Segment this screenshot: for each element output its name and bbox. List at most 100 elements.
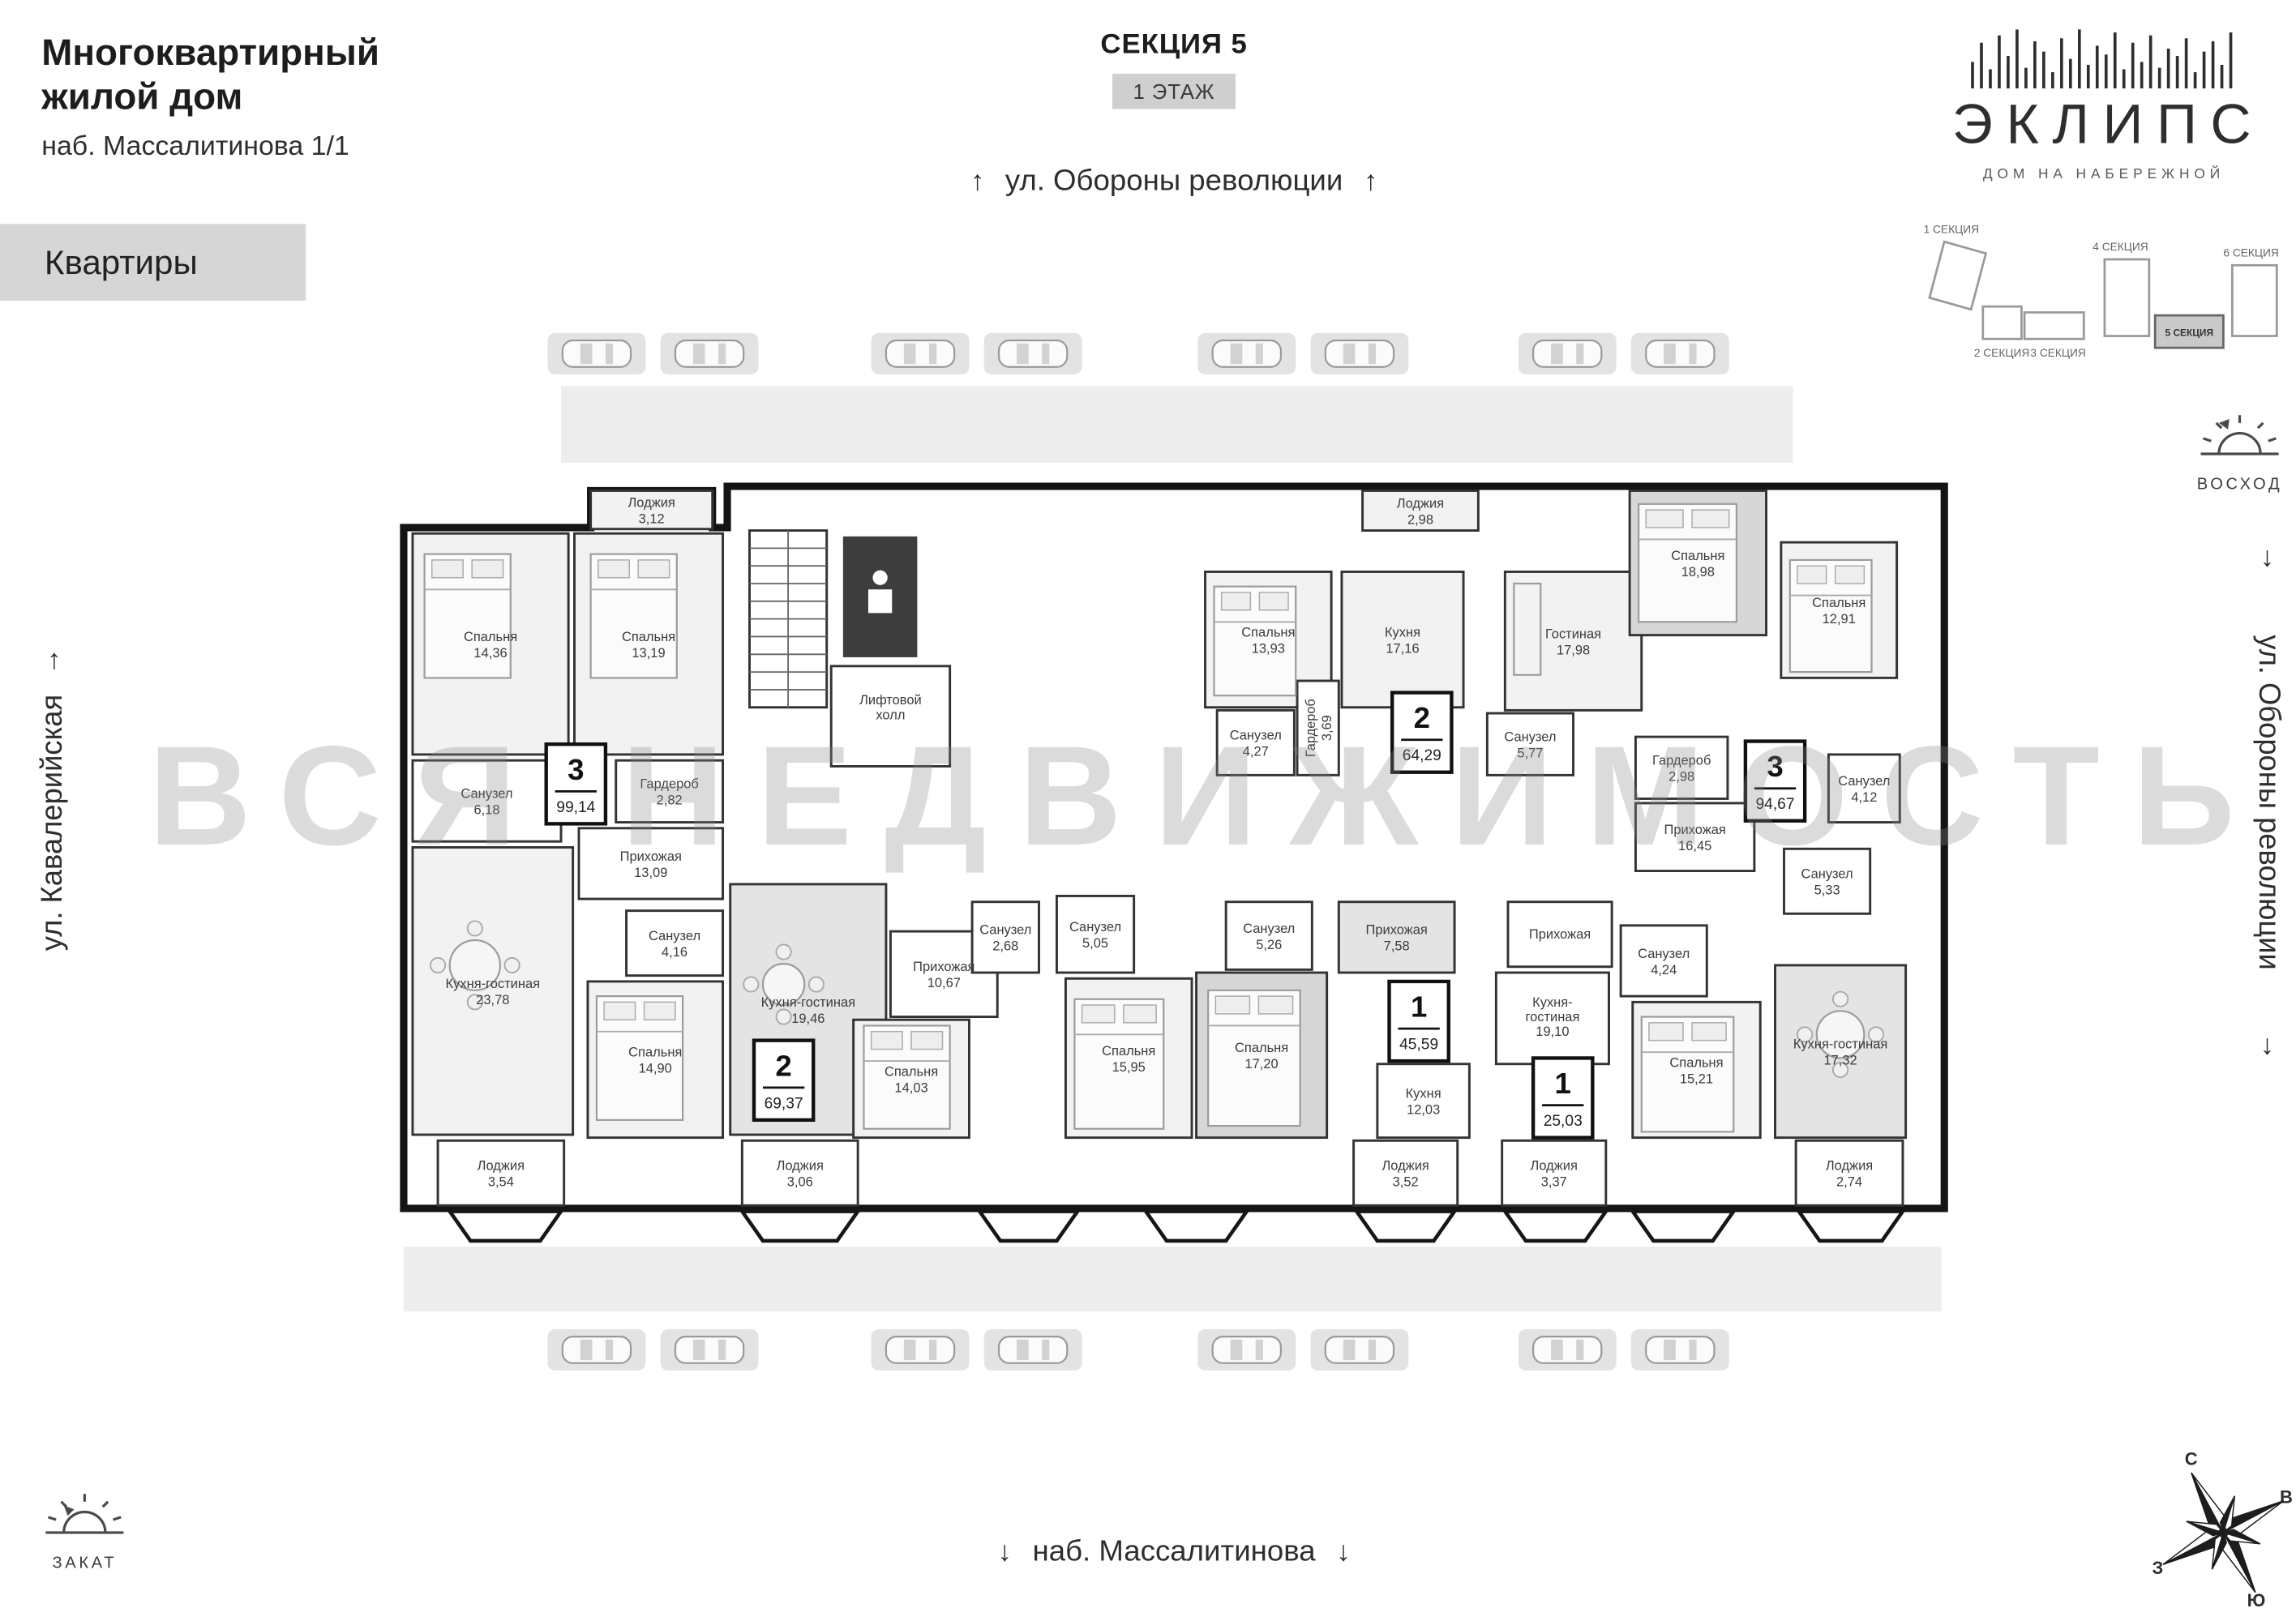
svg-text:Спальня: Спальня (1241, 626, 1295, 640)
parking-spot-car-icon (1197, 1329, 1296, 1371)
street-top: ↑ ул. Обороны революции ↑ (970, 165, 1378, 199)
room (411, 759, 563, 843)
svg-text:Гардероб: Гардероб (1652, 754, 1711, 768)
minimap-section-1[interactable] (1928, 240, 1988, 311)
svg-text:Кухня-: Кухня- (1532, 995, 1573, 1010)
svg-text:Санузел: Санузел (1243, 922, 1295, 936)
parking-spot-car-icon (1310, 1329, 1409, 1371)
page-title-line1: Многоквартирный (41, 32, 380, 74)
minimap-section-5[interactable] (2153, 314, 2225, 349)
room (1501, 1139, 1608, 1207)
svg-text:Санузел: Санузел (1801, 867, 1853, 882)
svg-text:Кухня-гостиная: Кухня-гостиная (761, 995, 855, 1010)
minimap-section-4[interactable] (2103, 258, 2151, 337)
furniture-table (743, 943, 825, 1025)
parking-spot-car-icon (1310, 332, 1409, 374)
apartment-unit-badge[interactable]: 145,59 (1387, 979, 1450, 1063)
room (1794, 1139, 1904, 1207)
parking-spot-car-icon (871, 332, 970, 374)
svg-text:4,12: 4,12 (1851, 790, 1877, 805)
svg-text:Лоджия: Лоджия (1382, 1159, 1429, 1174)
minimap-section-3[interactable] (2023, 311, 2085, 340)
svg-text:5,05: 5,05 (1082, 936, 1108, 951)
arrow-up-icon: ↑ (1363, 165, 1378, 197)
svg-text:94,67: 94,67 (1755, 796, 1794, 813)
minimap-label-6: 6 СЕКЦИЯ (2223, 246, 2278, 259)
svg-text:Кухня: Кухня (1385, 626, 1420, 640)
apartment-unit-badge[interactable]: 125,03 (1531, 1056, 1595, 1140)
svg-text:3,37: 3,37 (1541, 1175, 1567, 1190)
minimap-label-5: 5 СЕКЦИЯ (2165, 327, 2213, 339)
minimap-label-1: 1 СЕКЦИЯ (1924, 223, 1979, 235)
svg-text:Спальня: Спальня (622, 630, 675, 644)
furniture-bed (1788, 558, 1873, 674)
parking-spot-car-icon (1630, 332, 1729, 374)
apartment-unit-badge[interactable]: 394,67 (1743, 739, 1807, 823)
street-top-label: ул. Обороны революции (1004, 165, 1343, 198)
balcony-glazing (1629, 1209, 1737, 1243)
stairs (748, 529, 829, 709)
svg-text:17,32: 17,32 (1823, 1054, 1857, 1068)
room (615, 759, 725, 824)
balcony-glazing (1352, 1209, 1459, 1243)
svg-text:2: 2 (775, 1049, 791, 1082)
parking-spot-car-icon (660, 332, 759, 374)
furniture-sofa (1513, 582, 1542, 676)
road-bottom (403, 1247, 1942, 1312)
sunrise-icon (2200, 415, 2279, 456)
svg-text:64,29: 64,29 (1403, 747, 1441, 764)
svg-text:3: 3 (1767, 750, 1783, 783)
apartment-unit-badge[interactable]: 399,14 (544, 742, 608, 826)
svg-text:Кухня-гостиная: Кухня-гостиная (446, 977, 540, 991)
logo-name: ЭКЛИПС (1951, 94, 2265, 156)
svg-text:16,45: 16,45 (1678, 839, 1711, 853)
sunset-block: ЗАКАТ (32, 1491, 136, 1572)
furniture-layer (423, 503, 1885, 1133)
svg-text:6,18: 6,18 (473, 803, 499, 818)
svg-text:Спальня: Спальня (1102, 1044, 1155, 1059)
svg-text:2,68: 2,68 (992, 939, 1018, 954)
svg-text:Санузел: Санузел (1504, 730, 1556, 745)
furniture-bed (1207, 989, 1301, 1127)
sunrise-block: ВОСХОД (2187, 413, 2291, 494)
balcony-glazing (738, 1209, 862, 1243)
parking-spot-car-icon (871, 1329, 970, 1371)
apartment-unit-badge[interactable]: 264,29 (1390, 691, 1454, 774)
apartment-unit-badge[interactable]: 269,37 (752, 1038, 816, 1123)
street-bottom: ↓ наб. Массалитинова ↓ (997, 1536, 1350, 1570)
person-icon (872, 570, 888, 585)
parking-spot-car-icon (660, 1329, 759, 1371)
minimap-section-6[interactable] (2230, 263, 2278, 337)
arrow-up-icon: ↑ (970, 165, 985, 197)
sunset-icon (45, 1494, 124, 1534)
svg-text:Лоджия: Лоджия (1531, 1159, 1578, 1174)
svg-text:14,90: 14,90 (639, 1062, 672, 1076)
room (1055, 895, 1136, 974)
svg-text:2,98: 2,98 (1407, 512, 1433, 527)
street-left: ул. Кавалерийская ↑ (36, 552, 71, 1053)
svg-text:Санузел: Санузел (1069, 920, 1121, 935)
page-title: Многоквартирный жилой дом (41, 32, 379, 119)
apartments-button[interactable]: Квартиры (0, 224, 306, 301)
svg-text:Спальня: Спальня (1235, 1041, 1288, 1055)
furniture-bed (1213, 585, 1297, 697)
minimap-section-2[interactable] (1981, 305, 2023, 340)
svg-text:Прихожая: Прихожая (913, 960, 975, 974)
compass-north-label: С (2185, 1448, 2198, 1469)
svg-text:Санузел: Санузел (1838, 774, 1890, 789)
svg-text:Санузел: Санузел (649, 929, 700, 943)
